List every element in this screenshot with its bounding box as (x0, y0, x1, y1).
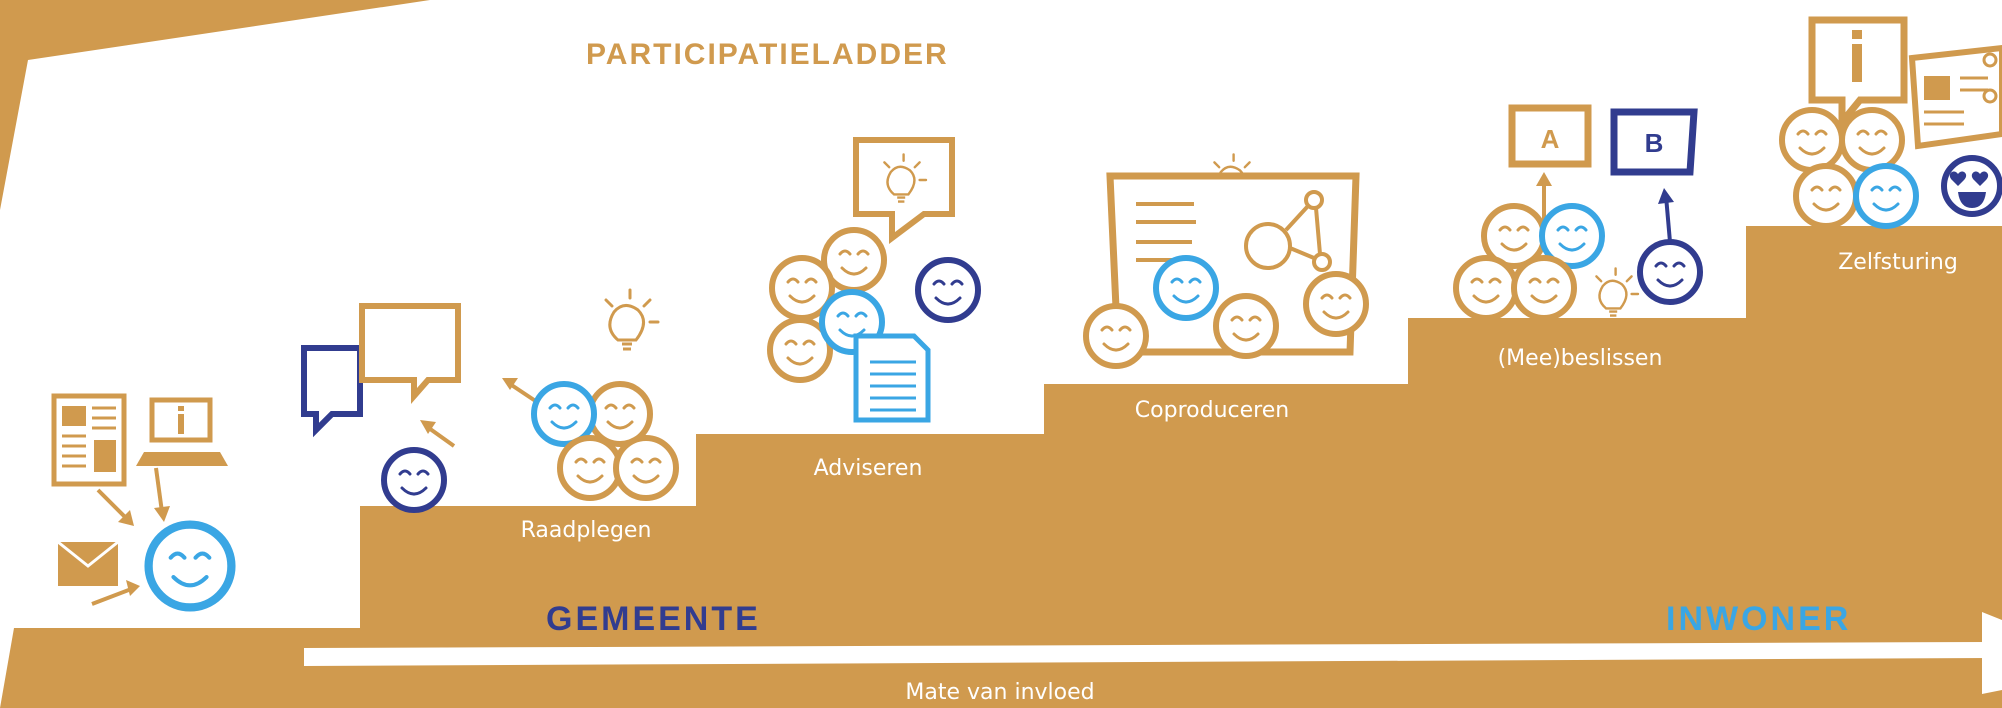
laptop-info-icon (136, 397, 228, 466)
step5-icons (1086, 153, 1366, 366)
envelope-icon (57, 540, 119, 586)
arrow-icon (96, 488, 130, 522)
step-6 (1746, 226, 2002, 708)
step3-icons (502, 288, 676, 498)
arrowhead-icon (502, 378, 518, 390)
step-5 (1408, 318, 1748, 708)
step7-icons (1782, 16, 2002, 226)
step1-icons (51, 393, 232, 608)
step2-icons (301, 303, 461, 510)
step-label-adviseren: Adviseren (813, 456, 923, 481)
smiley-navy-icon (918, 260, 978, 320)
heart-eyes-smiley-icon (1941, 155, 2002, 217)
step4-icons (770, 137, 978, 423)
top-left-wedge (0, 0, 430, 210)
choice-b-icon: B (1610, 108, 1698, 176)
lightbulb-icon (604, 288, 660, 351)
arrow-icon (1664, 195, 1672, 243)
arrow-icon (91, 586, 135, 606)
smiley-light-blue-icon (149, 525, 232, 608)
speech-bubble-lightbulb-icon (853, 137, 955, 244)
step-label-meebeslissen: (Mee)beslissen (1497, 346, 1663, 371)
arrowhead-icon (420, 420, 436, 434)
speech-bubbles-icon (301, 303, 461, 438)
actor-inwoner: INWONER (1666, 600, 1852, 638)
arrow-icon (154, 467, 164, 513)
newspaper-icon (51, 393, 127, 487)
info-bubble-icon (1808, 16, 1908, 132)
svg-text:A: A (1541, 124, 1560, 154)
newspaper-icon (1908, 44, 2002, 150)
arrowhead-icon (154, 506, 170, 522)
step-1 (0, 628, 362, 708)
page-title: PARTICIPATIELADDER (586, 38, 949, 71)
arrowhead-icon (1658, 188, 1674, 204)
influence-axis-label: Mate van invloed (905, 680, 1095, 705)
svg-text:B: B (1645, 128, 1664, 158)
step-label-zelfsturing: Zelfsturing (1838, 250, 1958, 275)
arrowhead-icon (1536, 172, 1552, 186)
document-icon (853, 333, 931, 423)
smiley-group-icon (1782, 110, 1916, 226)
step-2 (360, 506, 698, 708)
step-label-coproduceren: Coproduceren (1134, 398, 1290, 423)
staircase (0, 226, 2002, 708)
choice-a-icon: A (1508, 104, 1592, 168)
influence-arrow (304, 612, 2002, 694)
smiley-group-icon (534, 384, 676, 498)
arrowhead-icon (118, 510, 134, 526)
step6-icons: A B (1456, 104, 1700, 318)
smiley-group-icon (1456, 206, 1700, 318)
arrowhead-icon (126, 580, 140, 596)
lightbulb-icon (1595, 267, 1640, 317)
step-label-raadplegen: Raadplegen (520, 518, 652, 543)
actor-gemeente: GEMEENTE (546, 600, 761, 638)
smiley-navy-icon (384, 450, 444, 510)
